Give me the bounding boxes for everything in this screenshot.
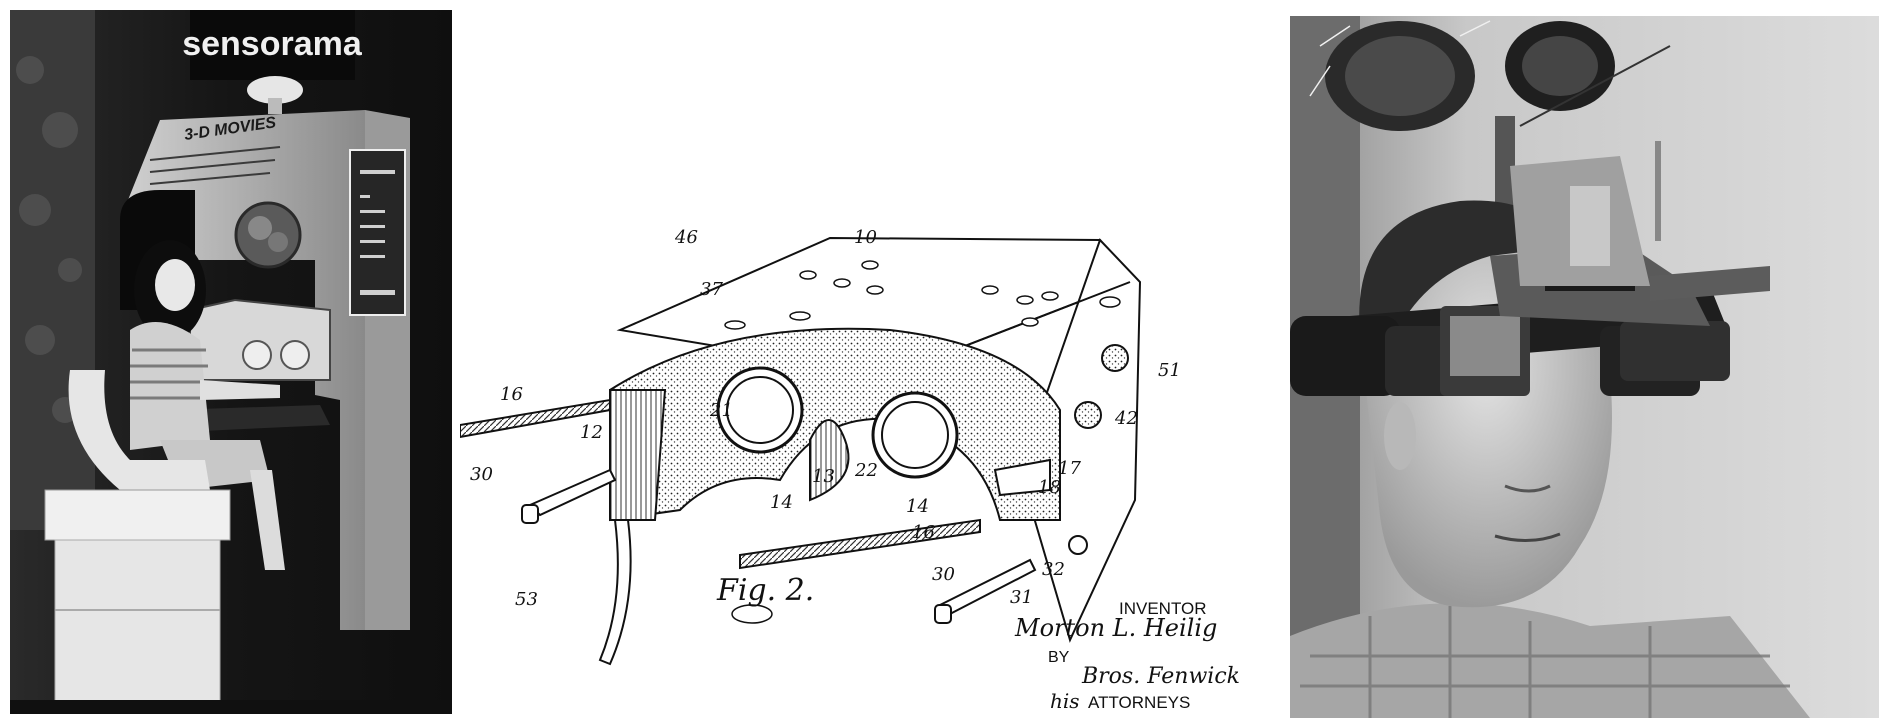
sensorama-sign-text: sensorama	[182, 25, 363, 63]
part-number: 18	[1038, 477, 1061, 498]
part-number: 10	[854, 227, 877, 248]
inventor-signature: Morton L. Heilig	[1014, 614, 1217, 642]
sensorama-scene: sensorama 3-D MOVIES	[10, 10, 452, 714]
part-number: 16	[500, 384, 523, 405]
part-number: 53	[515, 589, 538, 610]
part-number: 46	[674, 227, 698, 248]
bottom-strap	[739, 518, 981, 570]
sensorama-photo: sensorama 3-D MOVIES	[10, 10, 452, 714]
hmd-scene	[1290, 16, 1879, 718]
part-number-labels: 46 10 37 16 12 21 13 22 14 51 42 17 18 3…	[470, 227, 1181, 610]
by-label: BY	[1048, 649, 1070, 666]
head-mounted-display	[1290, 141, 1770, 396]
part-number: 12	[580, 422, 603, 443]
his-signature: his	[1050, 689, 1080, 713]
part-number: 22	[854, 460, 878, 481]
attorneys-label: ATTORNEYS	[1088, 693, 1190, 712]
overhead-crt-assembly	[1309, 20, 1671, 206]
part-number: 17	[1058, 458, 1081, 479]
headset-patent-drawing: 46 10 37 16 12 21 13 22 14 51 42 17 18 3…	[460, 0, 1280, 718]
part-number: 16	[912, 522, 935, 543]
part-number: 51	[1158, 360, 1181, 381]
part-number: 14	[770, 492, 793, 513]
hmd-photo	[1290, 16, 1879, 718]
attorney-signature: Bros. Fenwick	[1081, 664, 1240, 689]
figure-label: Fig. 2.	[716, 573, 814, 608]
plaid-shirt	[1290, 603, 1810, 718]
part-number: 42	[1114, 408, 1138, 429]
part-number: 14	[906, 496, 929, 517]
part-number: 30	[470, 464, 493, 485]
sensorama-chair	[68, 370, 210, 490]
part-number: 30	[932, 564, 955, 585]
inventor-label: INVENTOR	[1119, 599, 1207, 618]
part-number: 31	[1010, 587, 1033, 608]
part-number: 32	[1042, 559, 1065, 580]
left-strap	[460, 398, 611, 439]
patent-figure: 46 10 37 16 12 21 13 22 14 51 42 17 18 3…	[460, 227, 1240, 713]
part-number: 13	[812, 466, 835, 487]
sensorama-sign	[190, 10, 355, 80]
part-number: 21	[709, 400, 733, 421]
part-number: 37	[700, 279, 723, 300]
